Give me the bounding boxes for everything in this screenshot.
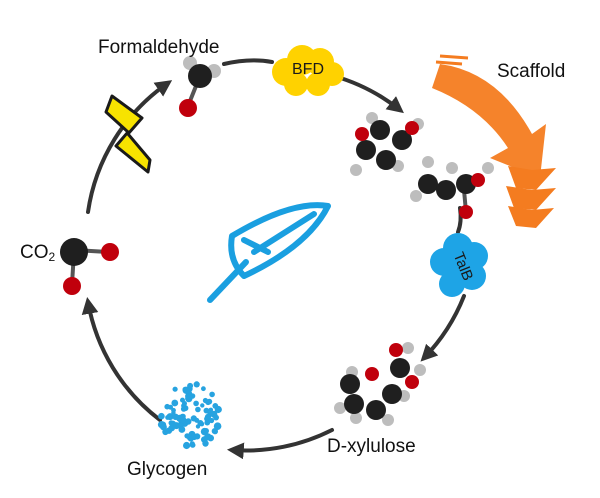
intermediate-molecule-b	[410, 156, 494, 219]
glycogen-dot	[168, 424, 175, 432]
glycogen-dot	[172, 413, 179, 420]
feather-icon	[207, 202, 331, 303]
glycogen-dot	[212, 403, 219, 409]
glycogen-dot	[211, 412, 217, 417]
co2-label-subscript: 2	[48, 250, 56, 264]
glycogen-dot	[166, 413, 174, 421]
arrow-talb-to-xylulose	[420, 294, 466, 362]
glycogen-dot	[158, 412, 165, 420]
formaldehyde-molecule	[179, 56, 221, 117]
arrow-bfd-to-intermediate	[332, 74, 404, 114]
lightning-bolt-icon	[104, 94, 152, 174]
glycogen-dot	[199, 421, 205, 427]
glycogen-dot	[201, 386, 206, 392]
glycogen-dot	[212, 429, 218, 435]
co2-label: CO2	[20, 243, 55, 263]
glycogen-dot	[195, 406, 201, 413]
glycogen-dot	[187, 382, 194, 389]
glycogen-dot	[203, 428, 210, 434]
arrow-formaldehyde-to-bfd	[222, 58, 274, 66]
glycogen-dot	[213, 422, 222, 431]
glycogen-dot	[209, 391, 215, 398]
co2-label-main: CO	[20, 242, 49, 263]
glycogen-dot	[208, 407, 214, 413]
glycogen-dot	[204, 413, 212, 420]
d-xylulose-molecule	[334, 342, 426, 426]
arrow-glycogen-to-co2	[81, 297, 162, 422]
arrow-co2-to-formaldehyde	[86, 80, 173, 214]
glycogen-dot	[202, 440, 209, 447]
co2-molecule	[60, 238, 119, 295]
glycogen-dot	[162, 428, 169, 436]
scaffold-label: Scaffold	[497, 61, 566, 82]
glycogen-dot	[184, 433, 190, 439]
glycogen-dot	[190, 442, 196, 448]
glycogen-dot	[160, 423, 167, 431]
formaldehyde-label: Formaldehyde	[98, 37, 220, 58]
intermediate-molecule-a	[350, 112, 424, 176]
glycogen-dot	[164, 403, 170, 410]
glycogen-dot	[206, 398, 213, 405]
bfd-enzyme-label: BFD	[292, 61, 324, 78]
d-xylulose-label: D-xylulose	[327, 436, 416, 457]
glycogen-dot	[178, 415, 187, 424]
glycogen-dot	[171, 399, 179, 407]
arrow-xylulose-to-glycogen	[226, 428, 334, 460]
glycogen-dot	[200, 403, 205, 408]
glycogen-dot	[182, 386, 190, 394]
glycogen-dot	[204, 433, 212, 441]
glycogen-dot	[190, 434, 196, 440]
glycogen-dot	[204, 419, 211, 426]
glycogen-dot	[193, 400, 199, 407]
glycogen-cluster	[157, 381, 222, 450]
glycogen-dot	[209, 417, 215, 424]
glycogen-dot	[203, 407, 210, 414]
glycogen-dot	[180, 406, 187, 412]
bfd-enzyme-cloud	[272, 45, 344, 96]
glycogen-dot	[178, 426, 186, 433]
glycogen-dot	[172, 386, 178, 392]
scaffold-chevron-arrow-icon	[432, 54, 556, 228]
glycogen-dot	[182, 401, 187, 406]
talb-enzyme-cloud	[430, 233, 488, 297]
glycogen-dot	[185, 418, 190, 424]
glycogen-label: Glycogen	[127, 459, 208, 480]
glycogen-dot	[183, 441, 191, 450]
glycogen-dot	[193, 381, 200, 388]
